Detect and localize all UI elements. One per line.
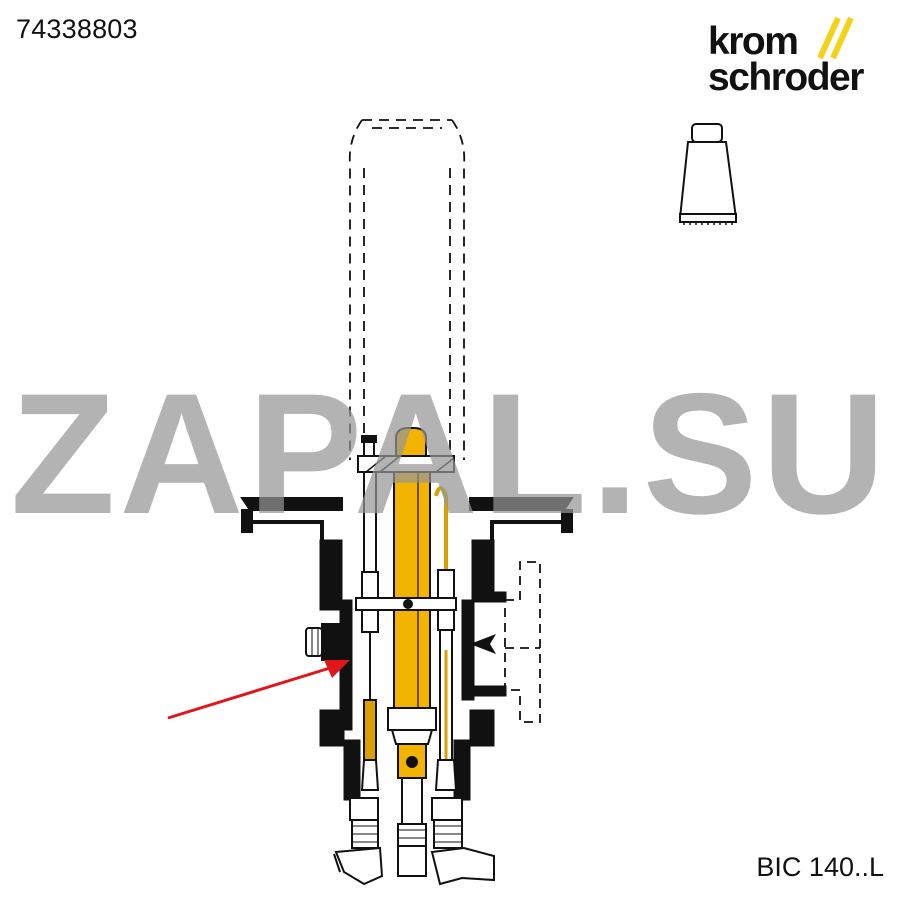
housing-outline bbox=[504, 561, 541, 723]
top-clamp bbox=[357, 435, 455, 473]
burner-tube-outline bbox=[348, 119, 466, 470]
ignition-electrode bbox=[387, 427, 437, 779]
mounting-flange bbox=[240, 497, 574, 540]
center-connector bbox=[397, 777, 427, 877]
middle-clamp bbox=[355, 597, 457, 611]
brand-line-2: schroder bbox=[708, 56, 864, 99]
left-connector bbox=[333, 797, 384, 886]
right-connector bbox=[430, 797, 495, 886]
grease-tube-icon bbox=[678, 123, 738, 225]
burner-housing bbox=[319, 539, 507, 801]
part-number: 74338803 bbox=[16, 14, 138, 44]
ground-rod bbox=[434, 486, 458, 791]
red-arrow-icon bbox=[167, 660, 350, 720]
brand-logo: krom schroder bbox=[708, 14, 888, 104]
side-port-fitting bbox=[305, 623, 343, 661]
flow-direction-icon bbox=[470, 634, 496, 654]
ionisation-rod bbox=[360, 471, 380, 791]
brand-line-1: krom bbox=[708, 20, 799, 63]
brand-slash-icon bbox=[817, 16, 854, 60]
model-label: BIC 140..L bbox=[756, 852, 884, 882]
